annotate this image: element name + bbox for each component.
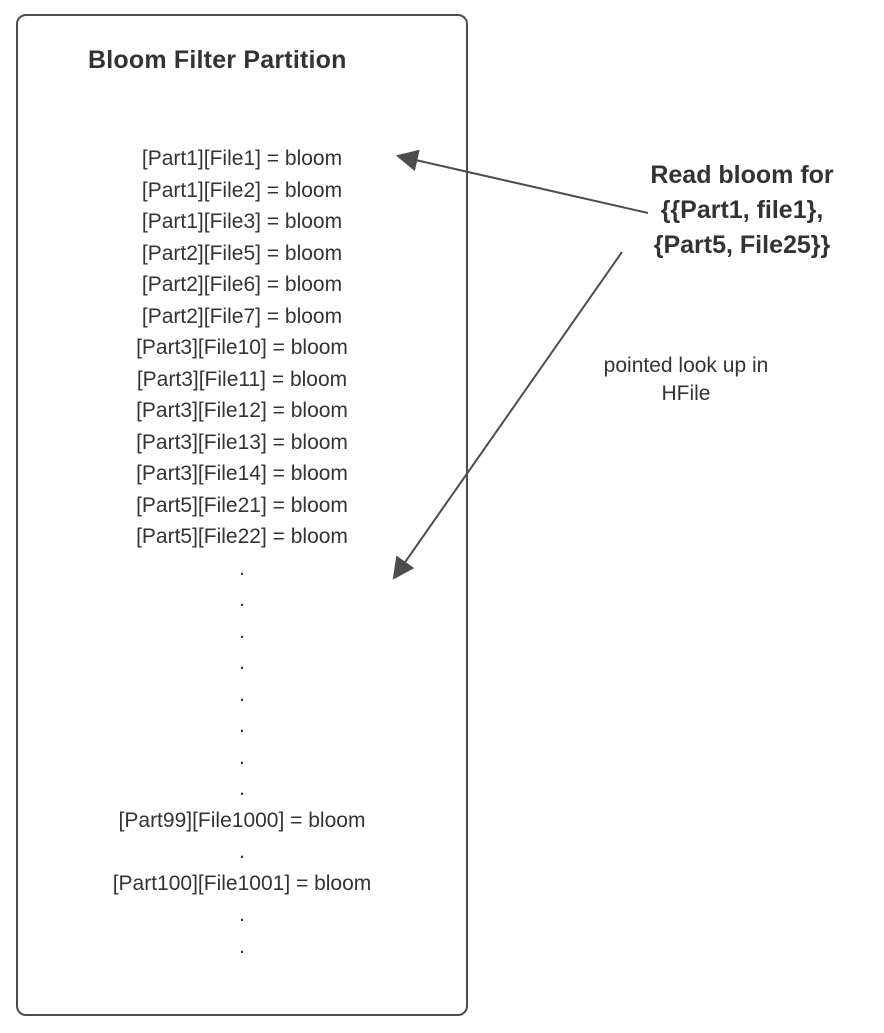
bloom-entry-line: [Part2][File6] = bloom <box>141 273 343 296</box>
bloom-entry-line: [Part5][File21] = bloom <box>136 493 348 517</box>
bloom-entry-line: [Part1][File3] = bloom <box>141 210 343 233</box>
bloom-entry-line: [Part3][File14] = bloom <box>136 462 348 485</box>
bloom-entry-line: [Part3][File10] = bloom <box>136 336 348 359</box>
bloom-entry-line: [Part1][File2] = bloom <box>141 178 343 202</box>
bloom-entry-line: [Part2][File5] = bloom <box>141 241 343 265</box>
bloom-entry-line: . <box>239 619 245 643</box>
bloom-entry-line: . <box>239 840 245 863</box>
bloom-entry-list: [Part1][File1] = bloom [Part1][File2] = b… <box>18 143 466 962</box>
bloom-entry-line: [Part3][File11] = bloom <box>136 367 348 391</box>
bloom-entry-line: . <box>239 651 245 674</box>
bloom-entry-line: . <box>239 777 245 800</box>
pointed-lookup-line-2: HFile <box>661 382 711 405</box>
box-title: Bloom Filter Partition <box>88 46 347 74</box>
bloom-entry-line: [Part1][File1] = bloom <box>141 147 343 170</box>
bloom-entry-line: [Part3][File12] = bloom <box>136 399 348 422</box>
bloom-entry-line: . <box>239 682 245 706</box>
pointed-lookup-label: pointed look up in HFile <box>560 352 812 408</box>
bloom-entry-line: [Part3][File13] = bloom <box>136 430 348 454</box>
bloom-entry-line: . <box>239 588 245 611</box>
bloom-entry-line: [Part100][File1001] = bloom <box>112 871 372 895</box>
bloom-entry-line: . <box>239 903 245 926</box>
read-bloom-label: Read bloom for {{Part1, file1}, {Part5, … <box>600 158 884 263</box>
bloom-entry-line: . <box>239 714 245 737</box>
bloom-entry-line: [Part5][File22] = bloom <box>136 525 348 548</box>
pointed-lookup-line-1: pointed look up in <box>603 354 769 377</box>
read-bloom-line-2: {{Part1, file1}, <box>660 196 824 224</box>
read-bloom-line-3: {Part5, File25}} <box>653 231 831 259</box>
bloom-entry-line: . <box>239 934 245 958</box>
bloom-entry-line: . <box>239 556 245 580</box>
bloom-entry-line: [Part99][File1000] = bloom <box>118 808 366 832</box>
bloom-filter-partition-box: Bloom Filter Partition [Part1][File1] = … <box>16 14 468 1016</box>
read-bloom-line-1: Read bloom for <box>650 161 834 189</box>
bloom-entry-line: . <box>239 745 245 769</box>
bloom-entry-line: [Part2][File7] = bloom <box>141 304 343 328</box>
